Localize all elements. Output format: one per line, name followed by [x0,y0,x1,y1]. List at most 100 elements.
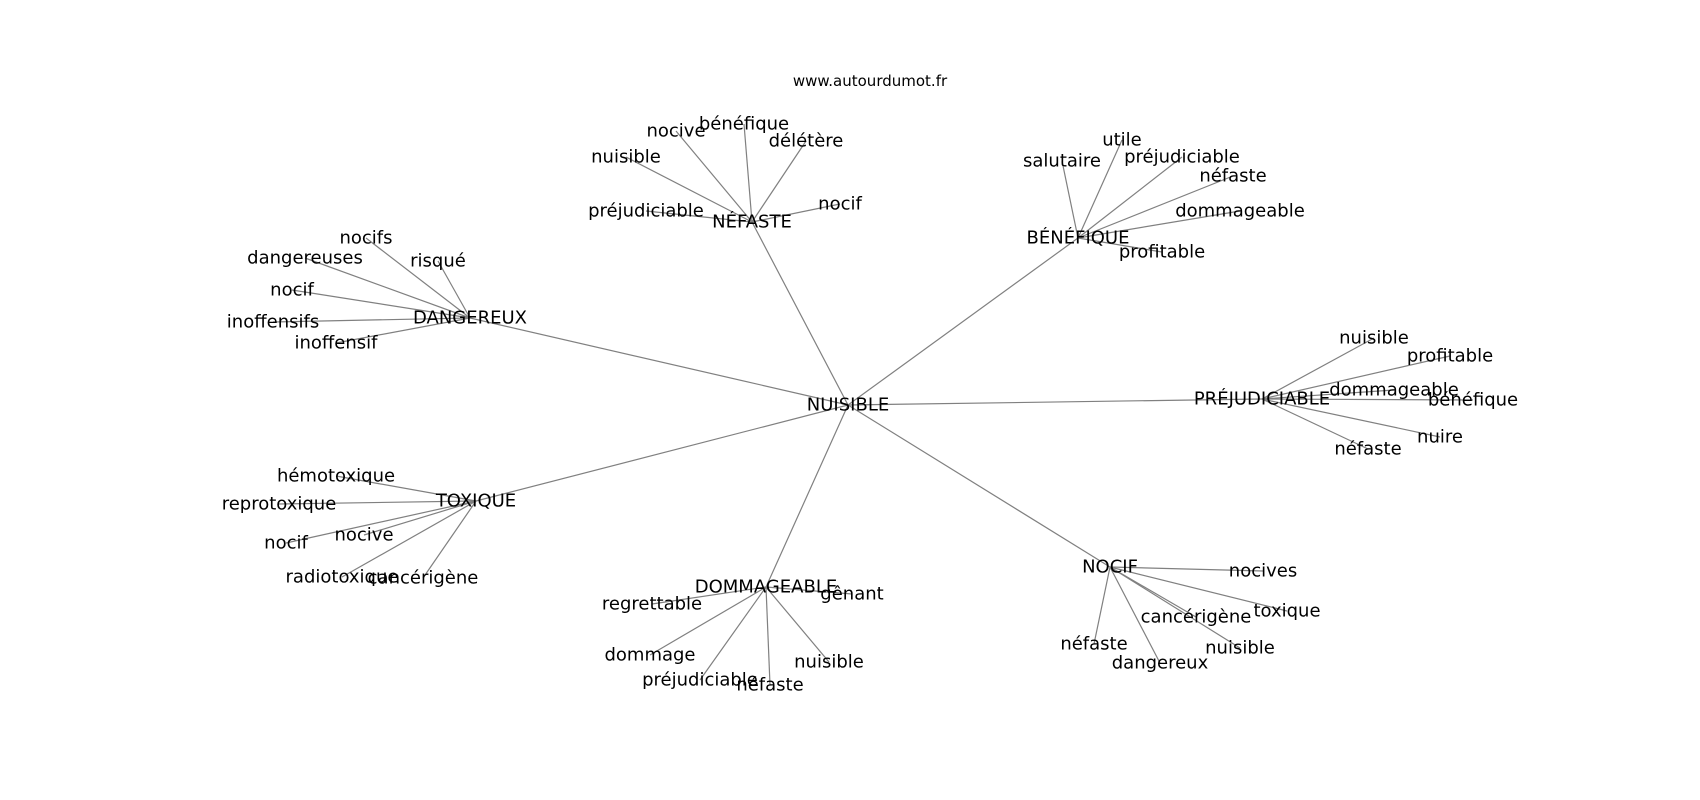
edge-benefique-leaf-3 [1077,175,1234,239]
edge-dommageable-leaf-1 [765,586,853,595]
leaf-node-nocif-0[interactable]: nocives [1229,561,1297,582]
leaf-node-toxique-1[interactable]: reprotoxique [222,494,337,515]
leaf-node-nocif-1[interactable]: toxique [1253,601,1320,622]
edge-dangereux-leaf-1 [304,257,471,319]
edge-benefique-leaf-0 [1077,139,1123,239]
edge-prejudiciable-leaf-0 [1261,337,1375,400]
edge-toxique-leaf-5 [422,500,477,579]
edge-toxique-leaf-3 [285,500,477,544]
leaf-node-dangereux-5[interactable]: inoffensif [294,333,378,354]
edge-nefaste-leaf-2 [751,140,807,223]
edge-nefaste-leaf-5 [751,203,841,223]
edge-dangereux-leaf-0 [365,237,471,319]
leaf-node-dangereux-1[interactable]: dangereuses [247,248,363,269]
edge-dommageable-leaf-0 [651,586,767,605]
edge-nefaste-leaf-4 [645,210,753,223]
leaf-node-prejudiciable-1[interactable]: profitable [1407,346,1493,367]
labels-layer: nocivebénéfiquedélétèrenuisiblepréjudici… [222,114,1518,696]
edge-dommageable-leaf-4 [699,586,767,681]
edge-dangereux-leaf-5 [335,317,471,344]
cluster-node-benefique[interactable]: BÉNÉFIQUE [1027,227,1130,249]
leaf-node-dommageable-2[interactable]: dommage [604,645,695,666]
leaf-node-nefaste-2[interactable]: délétère [769,131,844,152]
edge-nefaste-leaf-3 [625,156,753,223]
edge-center-toxique [475,404,849,502]
leaf-node-dangereux-2[interactable]: risqué [410,251,466,272]
leaf-node-benefique-2[interactable]: préjudiciable [1124,147,1240,168]
edge-nocif-leaf-1 [1109,566,1288,612]
leaf-node-dommageable-3[interactable]: nuisible [794,652,864,673]
leaf-node-prejudiciable-5[interactable]: néfaste [1334,439,1401,460]
edge-nocif-leaf-5 [1109,566,1161,664]
edge-benefique-leaf-4 [1077,210,1241,239]
leaf-node-nocif-5[interactable]: dangereux [1112,653,1209,674]
leaf-node-toxique-2[interactable]: nocive [334,525,393,546]
cluster-node-toxique[interactable]: TOXIQUE [435,491,516,512]
edge-dangereux-leaf-4 [272,317,471,323]
edge-prejudiciable-leaf-1 [1261,355,1451,400]
edge-center-prejudiciable [847,398,1263,406]
leaf-node-toxique-4[interactable]: radiotoxique [286,567,399,588]
edge-benefique-leaf-1 [1061,160,1079,239]
edge-toxique-leaf-1 [278,500,477,505]
leaf-node-dangereux-0[interactable]: nocifs [339,228,392,249]
leaf-node-toxique-3[interactable]: nocif [264,533,308,554]
edge-dommageable-leaf-5 [765,586,771,686]
leaf-node-nefaste-5[interactable]: nocif [818,194,862,215]
leaf-node-prejudiciable-0[interactable]: nuisible [1339,328,1409,349]
leaf-node-benefique-1[interactable]: salutaire [1023,151,1101,172]
edge-prejudiciable-leaf-4 [1261,398,1441,438]
edge-toxique-leaf-0 [335,475,477,502]
leaf-node-dommageable-5[interactable]: néfaste [736,675,803,696]
leaf-node-nefaste-3[interactable]: nuisible [591,147,661,168]
edge-nefaste-leaf-1 [743,123,753,223]
edge-nefaste-leaf-0 [675,130,753,223]
leaf-node-prejudiciable-3[interactable]: bénéfique [1428,390,1518,411]
cluster-node-nefaste[interactable]: NÉFASTE [712,211,792,233]
leaf-node-prejudiciable-4[interactable]: nuire [1417,427,1463,448]
edge-benefique-leaf-5 [1077,237,1163,253]
leaf-node-dommageable-4[interactable]: préjudiciable [642,670,758,691]
edge-benefique-leaf-2 [1077,156,1183,239]
leaf-node-dommageable-0[interactable]: regrettable [602,594,702,615]
edge-prejudiciable-leaf-3 [1261,398,1474,401]
edge-nocif-leaf-0 [1109,566,1264,572]
edge-prejudiciable-leaf-5 [1261,398,1369,450]
leaf-node-nefaste-1[interactable]: bénéfique [699,114,789,135]
edge-nocif-leaf-3 [1109,566,1241,649]
edge-dangereux-leaf-2 [437,260,471,319]
leaf-node-dommageable-1[interactable]: gênant [820,584,883,605]
leaf-node-toxique-0[interactable]: hémotoxique [277,466,395,487]
leaf-node-dangereux-4[interactable]: inoffensifs [227,312,319,333]
cluster-node-nocif[interactable]: NOCIF [1082,557,1138,578]
site-caption: www.autourdumot.fr [792,72,948,90]
edge-dommageable-leaf-2 [649,586,767,656]
edge-nocif-leaf-4 [1093,566,1111,645]
leaf-node-nefaste-4[interactable]: préjudiciable [588,201,704,222]
cluster-node-dommageable[interactable]: DOMMAGEABLE [695,577,837,598]
leaf-node-nefaste-0[interactable]: nocive [646,121,705,142]
leaf-node-prejudiciable-2[interactable]: dommageable [1329,380,1459,401]
leaf-node-benefique-3[interactable]: néfaste [1199,166,1266,187]
cluster-node-dangereux[interactable]: DANGEREUX [413,308,527,329]
leaf-node-benefique-0[interactable]: utile [1102,130,1142,151]
leaf-node-toxique-5[interactable]: cancérigène [368,568,479,589]
edge-center-benefique [847,237,1079,406]
leaf-node-nocif-3[interactable]: nuisible [1205,638,1275,659]
edge-center-dangereux [469,317,849,406]
edge-toxique-leaf-2 [363,500,477,536]
leaf-node-benefique-4[interactable]: dommageable [1175,201,1305,222]
cluster-node-prejudiciable[interactable]: PRÉJUDICIABLE [1194,388,1330,410]
edge-center-nefaste [751,221,849,406]
leaf-node-dangereux-3[interactable]: nocif [270,280,314,301]
edge-center-dommageable [765,404,849,588]
edge-toxique-leaf-4 [341,500,477,578]
center-node[interactable]: NUISIBLE [807,395,889,416]
edge-prejudiciable-leaf-2 [1261,389,1395,400]
leaf-node-nocif-4[interactable]: néfaste [1060,634,1127,655]
leaf-node-benefique-5[interactable]: profitable [1119,242,1205,263]
leaf-node-nocif-2[interactable]: cancérigène [1141,607,1252,628]
edge-center-nocif [847,404,1111,568]
